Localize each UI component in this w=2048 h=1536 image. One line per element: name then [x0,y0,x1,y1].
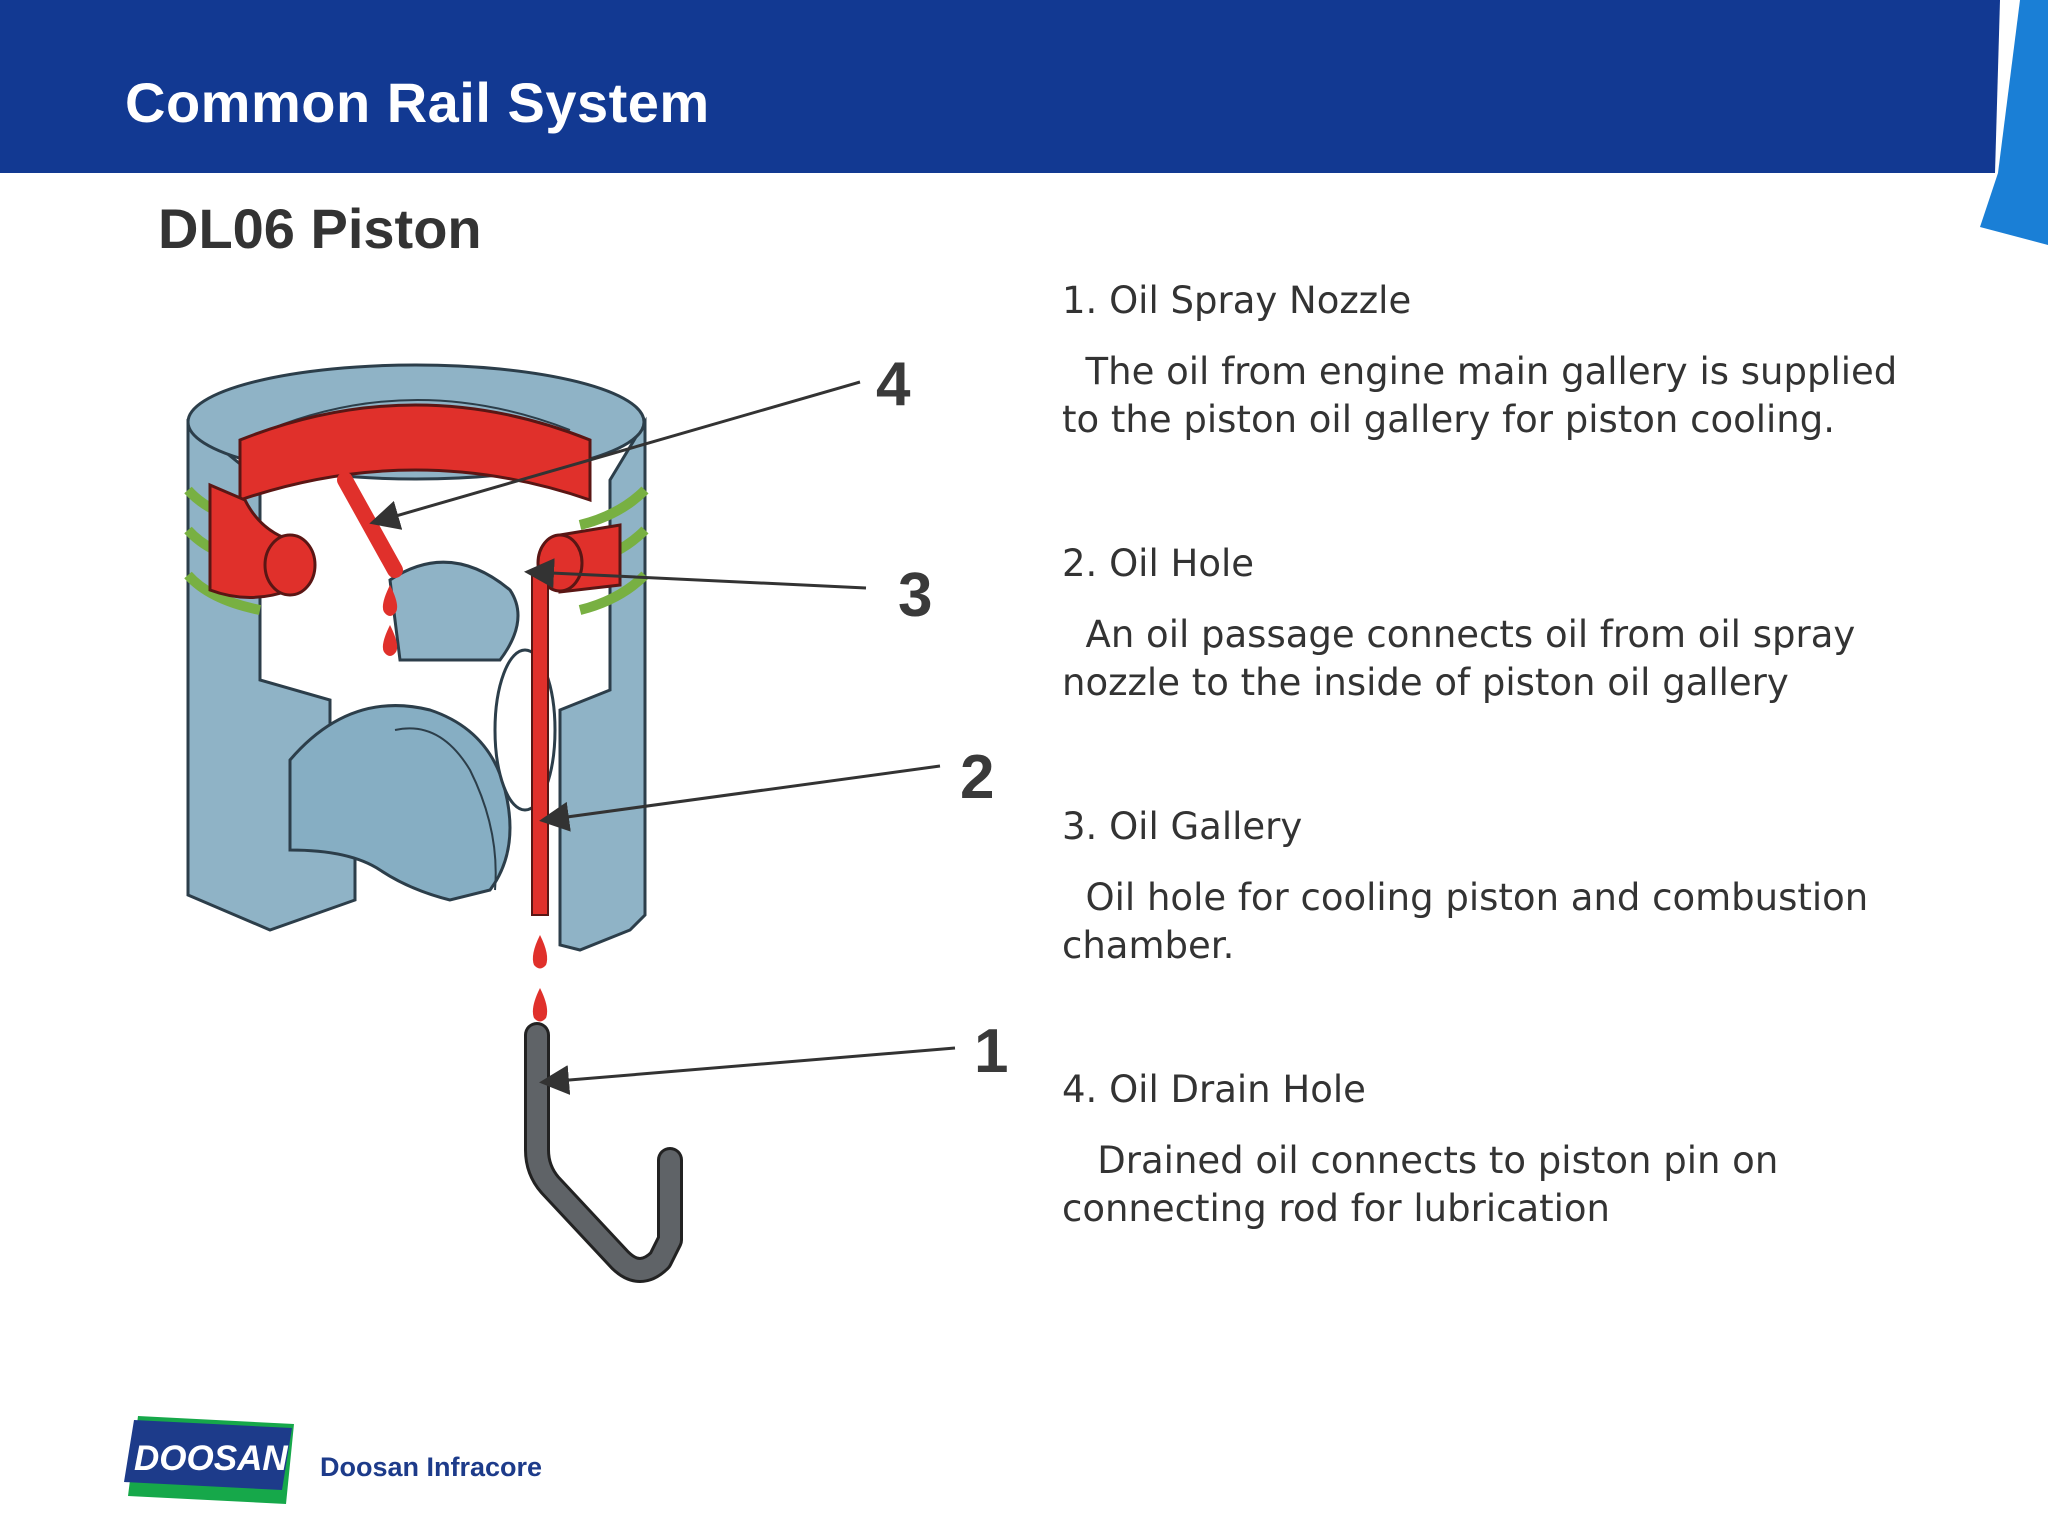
company-name: Doosan Infracore [320,1452,542,1482]
description-item-4: 4. Oil Drain Hole Drained oil connects t… [1062,1067,2002,1233]
callout-number-2: 2 [960,743,994,812]
callout-number-1: 1 [974,1017,1008,1086]
oil-drops [382,585,548,1022]
callout-number-4: 4 [876,350,911,419]
description-heading: 3. Oil Gallery [1062,805,1303,848]
description-heading: 1. Oil Spray Nozzle [1062,279,1412,322]
description-item-2: 2. Oil Hole An oil passage connects oil … [1062,541,2002,707]
description-heading: 4. Oil Drain Hole [1062,1068,1366,1111]
description-body: The oil from engine main gallery is supp… [1062,350,1898,441]
description-body: Oil hole for cooling piston and combusti… [1062,876,1869,967]
doosan-logo: DOOSAN Doosan Infracore [124,1416,542,1504]
oil-spray-nozzle-fill [527,1025,680,1280]
header-title: Common Rail System [125,71,710,134]
header-accent-tail [1980,173,2048,245]
description-item-3: 3. Oil Gallery Oil hole for cooling pist… [1062,804,2002,970]
leader-lines [369,380,956,1095]
header-band [0,0,2048,173]
description-body: Drained oil connects to piston pin on co… [1062,1139,1779,1230]
callout-number-3: 3 [898,561,932,630]
piston-diagram: 4 3 2 1 [184,350,1008,1283]
description-heading: 2. Oil Hole [1062,542,1255,585]
logo-word: DOOSAN [134,1439,288,1478]
description-item-1: 1. Oil Spray Nozzle The oil from engine … [1062,278,2002,444]
description-body: An oil passage connects oil from oil spr… [1062,613,1856,704]
slide-title: DL06 Piston [158,197,482,260]
